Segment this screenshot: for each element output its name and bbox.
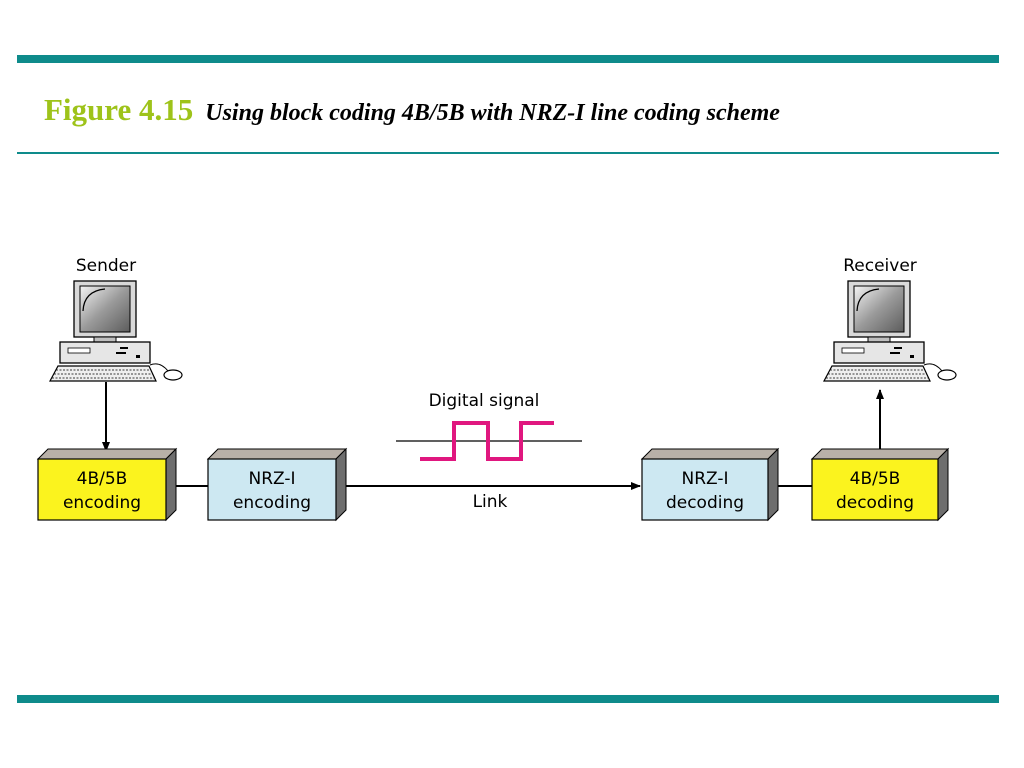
block-4b5b-decoding: 4B/5B decoding	[810, 447, 950, 522]
block-4b5b-decoding-line2: decoding	[836, 493, 914, 513]
figure-number: Figure 4.15	[44, 92, 194, 127]
block-4b5b-encoding-line2: encoding	[63, 493, 141, 513]
digital-signal-label: Digital signal	[429, 391, 540, 411]
block-4b5b-encoding-line1: 4B/5B	[77, 469, 128, 489]
block-nrzi-encoding: NRZ-I encoding	[206, 447, 348, 522]
top-rule	[17, 55, 999, 63]
link-label: Link	[473, 492, 508, 512]
sender-computer-icon	[49, 280, 183, 382]
block-nrzi-decoding: NRZ-I decoding	[640, 447, 780, 522]
heading-divider	[17, 152, 999, 154]
figure-caption: Using block coding 4B/5B with NRZ-I line…	[205, 100, 780, 126]
nrz-signal-waveform	[420, 421, 554, 461]
block-nrzi-decoding-line1: NRZ-I	[681, 469, 728, 489]
block-nrzi-encoding-line2: encoding	[233, 493, 311, 513]
receiver-label: Receiver	[843, 256, 917, 276]
sender-label: Sender	[76, 256, 136, 276]
figure-heading: Figure 4.15 Using block coding 4B/5B with…	[44, 92, 780, 128]
bottom-rule	[17, 695, 999, 703]
block-nrzi-encoding-line1: NRZ-I	[248, 469, 295, 489]
block-4b5b-encoding: 4B/5B encoding	[36, 447, 178, 522]
receiver-computer-icon	[823, 280, 957, 382]
block-4b5b-decoding-line1: 4B/5B	[850, 469, 901, 489]
block-nrzi-decoding-line2: decoding	[666, 493, 744, 513]
